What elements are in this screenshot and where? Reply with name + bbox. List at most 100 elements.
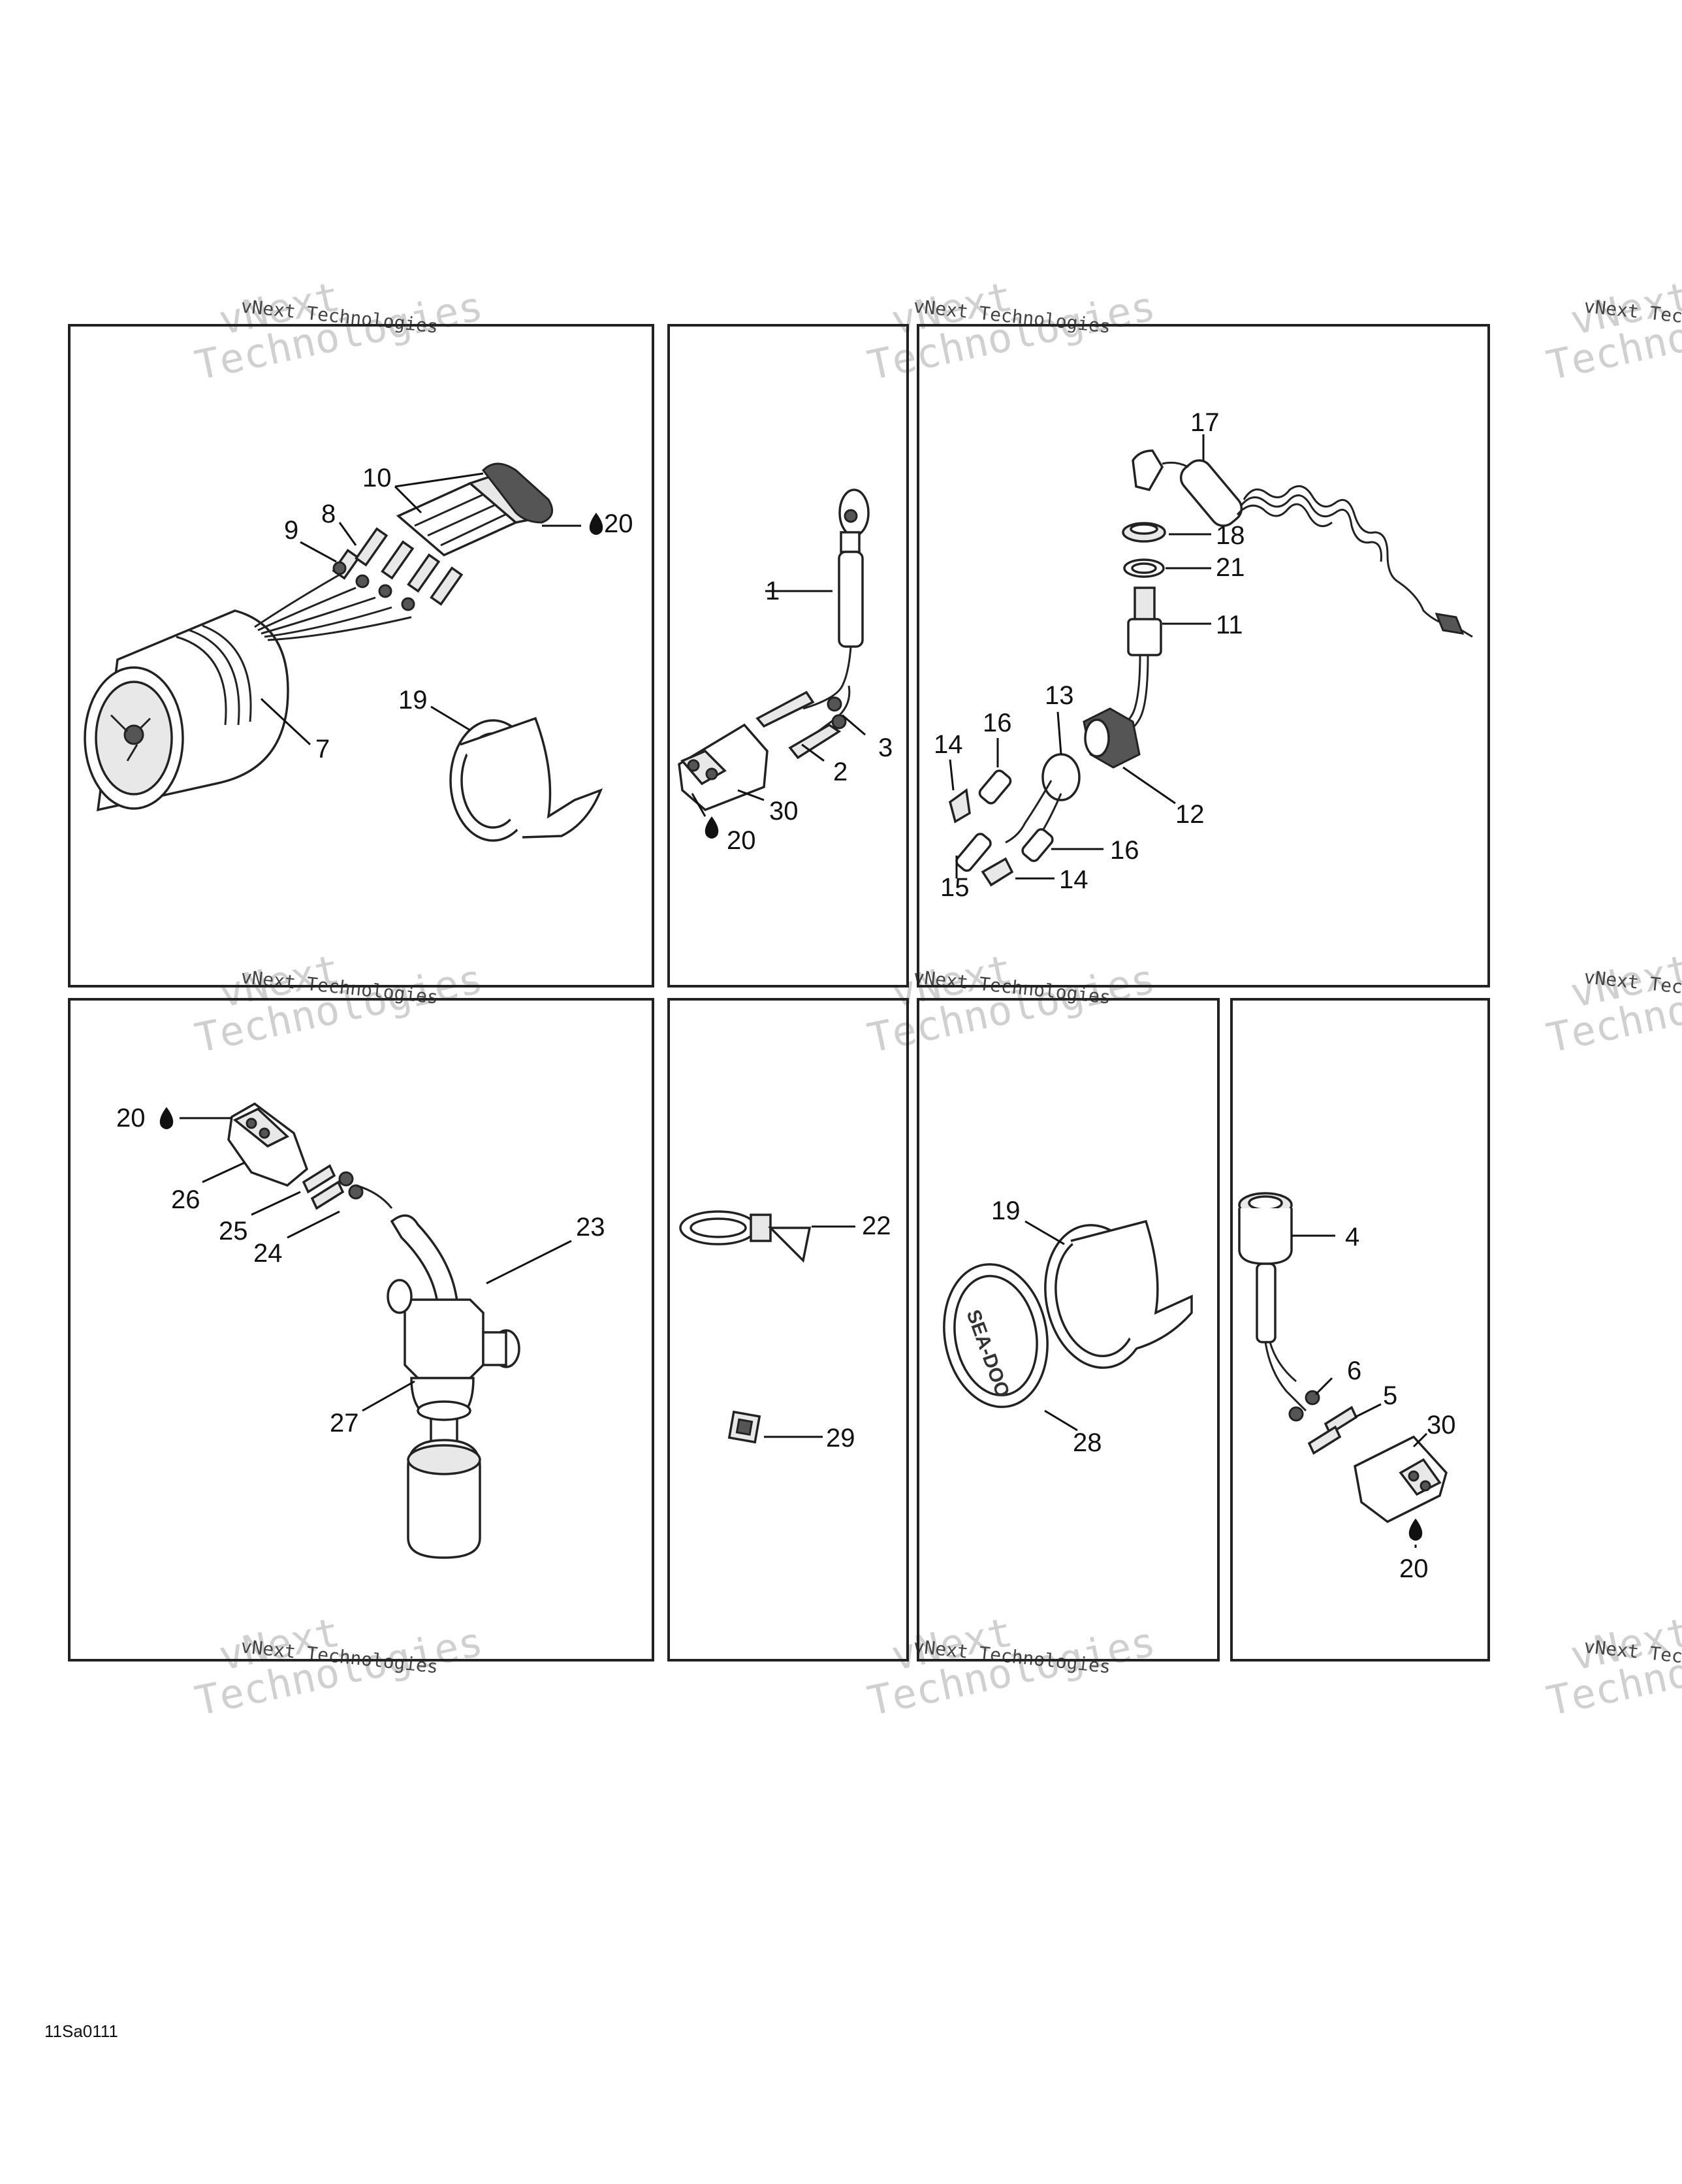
leader-line <box>362 1380 415 1412</box>
callout-1: 1 <box>765 577 780 605</box>
fuel-sender-assembly: 20 26 25 24 23 27 <box>116 1102 605 1559</box>
gauge-wires <box>254 573 412 641</box>
callout-28: 28 <box>1073 1428 1102 1457</box>
connector-slots <box>414 492 510 547</box>
terminal-pin <box>355 527 389 567</box>
terminal-2-pin <box>755 690 815 728</box>
gauge-assembly: 10 8 9 20 19 7 <box>84 462 633 842</box>
leader-line <box>1024 1220 1065 1245</box>
safety-lanyard-assembly: 17 18 21 11 13 16 14 12 16 15 14 <box>934 408 1473 902</box>
leader-line <box>394 472 484 488</box>
seal-21-inner <box>1131 562 1157 574</box>
panel-fasteners <box>667 998 909 1662</box>
callout-7: 7 <box>315 735 330 763</box>
oil-drop-icon <box>1408 1518 1423 1541</box>
panel-frames <box>68 324 1490 1662</box>
callout-17: 17 <box>1190 408 1220 437</box>
leader-line <box>842 714 866 736</box>
connector-30-socket <box>1408 1470 1420 1482</box>
terminal-14 <box>981 857 1014 887</box>
gauge-needle-hub <box>123 724 144 745</box>
switch-4-body <box>1238 1208 1293 1265</box>
terminal-nut <box>401 597 415 611</box>
callout-26: 26 <box>171 1185 200 1214</box>
leader-line <box>1314 1377 1333 1396</box>
cable-tie-head <box>750 1213 772 1242</box>
connector-26-socket <box>246 1117 257 1129</box>
callout-8: 8 <box>321 500 336 528</box>
sender-body <box>404 1298 484 1379</box>
callout-20: 20 <box>727 826 756 855</box>
switch-11-thread <box>1134 586 1156 622</box>
sleeve-15 <box>955 833 992 872</box>
callout-12: 12 <box>1175 800 1205 829</box>
oil-drop-icon <box>159 1107 174 1129</box>
leader-line <box>1122 766 1176 805</box>
connector-30-socket <box>705 767 718 780</box>
sensor-lead-assembly: 1 3 2 30 20 <box>678 489 893 855</box>
callout-21: 21 <box>1216 553 1245 582</box>
connector-26-socket <box>259 1127 270 1139</box>
switch-4-wires <box>1264 1341 1307 1412</box>
reference-code: 11Sa0111 <box>44 2021 118 2041</box>
switch-4-hole <box>1248 1195 1283 1211</box>
callout-9: 9 <box>284 516 298 545</box>
callout-4: 4 <box>1345 1223 1359 1251</box>
leader-line <box>394 485 422 514</box>
gauge-ribs <box>176 624 252 726</box>
callout-25: 25 <box>219 1217 248 1245</box>
connector-26-face <box>232 1107 290 1148</box>
callout-10: 10 <box>362 464 392 492</box>
terminal-14 <box>948 788 971 824</box>
fasteners-assembly: 22 29 <box>679 1210 891 1453</box>
cable-tie-tail <box>767 1227 812 1263</box>
leader-line <box>486 1240 572 1285</box>
terminal-pin <box>407 553 441 593</box>
leader-line <box>737 789 765 801</box>
sender-flange <box>417 1400 471 1421</box>
connector-30-housing <box>678 723 769 812</box>
terminal-3-nut <box>827 696 842 712</box>
callout-5: 5 <box>1383 1381 1397 1410</box>
leader-line <box>300 541 337 563</box>
terminal-nut <box>831 714 847 730</box>
nut-24 <box>338 1171 354 1187</box>
panel-safety-lanyard <box>917 324 1490 988</box>
terminal-pin <box>430 566 464 606</box>
terminal-5 <box>1307 1425 1342 1455</box>
cap-18-top <box>1130 523 1158 535</box>
switch-4-sleeve <box>1256 1262 1277 1343</box>
callout-20: 20 <box>116 1104 146 1132</box>
callout-24: 24 <box>253 1239 283 1268</box>
callout-22: 22 <box>862 1212 891 1240</box>
gauge-markings <box>110 714 151 762</box>
terminal-nut <box>378 584 392 598</box>
oil-drop-icon <box>589 513 603 535</box>
callout-3: 3 <box>878 733 893 762</box>
lanyard-tail-clip <box>1435 613 1465 635</box>
callout-19: 19 <box>398 686 428 715</box>
panel-gauge <box>68 324 654 988</box>
nut-12-face <box>1084 718 1110 758</box>
panel-sensor-lead <box>667 324 909 988</box>
leader-line <box>287 1210 340 1239</box>
callout-15: 15 <box>940 873 970 902</box>
coiled-cord <box>1236 494 1382 562</box>
callout-18: 18 <box>1216 521 1245 550</box>
callout-27: 27 <box>330 1409 359 1437</box>
callout-16: 16 <box>1110 836 1139 865</box>
terminal-nut <box>355 574 370 588</box>
leader-line <box>1412 1432 1428 1448</box>
lanyard-link <box>1162 461 1189 468</box>
clip-29-center <box>735 1418 754 1436</box>
sender-wire <box>355 1184 393 1209</box>
callout-14: 14 <box>934 730 963 759</box>
callout-11: 11 <box>1216 611 1243 639</box>
terminal-nut <box>332 561 347 575</box>
terminal-pin <box>381 540 415 580</box>
callout-20: 20 <box>1399 1554 1429 1583</box>
callout-2: 2 <box>833 758 848 786</box>
terminal-16 <box>978 769 1012 805</box>
terminals-group <box>332 527 464 611</box>
